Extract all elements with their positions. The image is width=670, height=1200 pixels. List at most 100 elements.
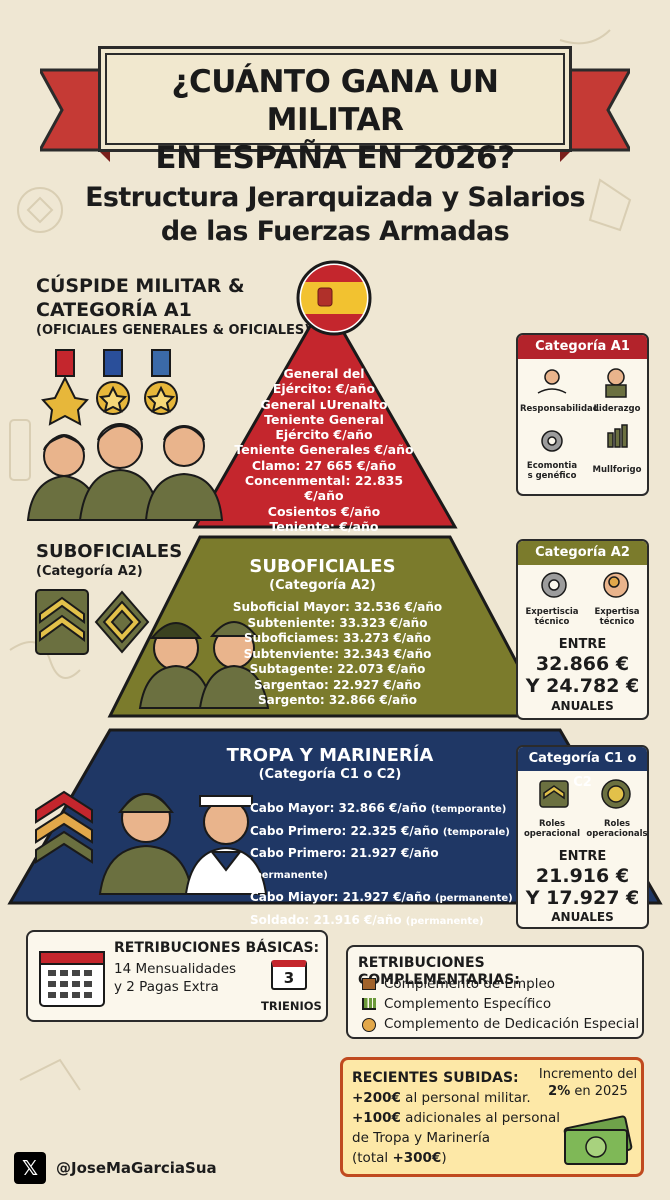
complementary-pay-box: RETRIBUCIONES COMPLEMENTARIAS: Complemen… [346, 945, 644, 1039]
gear-icon [541, 430, 563, 452]
card-a2-cell: Expertisa técnico [594, 607, 640, 627]
a2-item: Suboficial Mayor: 32.536 €/año [232, 600, 443, 614]
a1-item: Ejército: €/año [272, 381, 376, 397]
title-banner: ¿CUÁNTO GANA UN MILITAR EN ESPAÑA EN 202… [40, 40, 630, 176]
a1-item: Teniente General [264, 411, 384, 427]
card-a2-cell: Expertiscia técnico [525, 607, 579, 627]
officers-illustration [26, 422, 224, 521]
a2-salary-list: Suboficial Mayor: 32.536 €/año Subtenien… [230, 600, 445, 709]
a1-item: Concenmental: 22.835 €/año [244, 473, 404, 504]
a2-item: Subteniente: 33.323 €/año [247, 615, 428, 630]
page-title: ¿CUÁNTO GANA UN MILITAR EN ESPAÑA EN 202… [155, 64, 515, 176]
complementary-item: Complemento de Empleo [384, 976, 556, 992]
a2-item: Sargentao: 22.927 €/año [253, 677, 422, 692]
a2-pyramid-heading: SUBOFICIALES [249, 556, 396, 577]
a1-item: Teniente: €/año [269, 518, 379, 534]
card-c: Categoría C1 o C2 Roles operacional Role… [516, 745, 649, 929]
author-handle[interactable]: 𝕏 @JoseMaGarciaSua [14, 1152, 217, 1184]
card-a2-range-label: ENTRE [558, 637, 607, 652]
card-a2-low: Y 24.782 € [525, 675, 640, 697]
spain-flag-icon [296, 260, 372, 336]
emblem-icon [601, 779, 631, 809]
growth-icon [607, 424, 628, 448]
gear-icon [541, 572, 567, 598]
heading-a2: SUBOFICIALES (Categoría A2) [36, 541, 183, 579]
c-item: Cabo Miayor: 21.927 €/año (permanente) [250, 889, 513, 904]
nco-illustration [138, 621, 270, 709]
card-a2-high: 32.866 € [535, 653, 630, 675]
basic-pay-box: RETRIBUCIONES BÁSICAS: 14 Mensualidades … [26, 930, 328, 1022]
trienios-label: TRIENIOS [261, 999, 322, 1013]
tropa-chevrons-icon [35, 790, 93, 864]
c-item: Cabo Primero: 22.325 €/año (temporale) [250, 823, 510, 838]
c-item: Soldado: 21.916 €/año (permanente) [250, 912, 484, 927]
complementary-item: Complemento de Dedicación Especial [384, 1016, 640, 1032]
card-a1-cell: Ecomontia s genéfico [526, 461, 578, 481]
card-a1-cell: Liderazgo [593, 404, 641, 414]
basic-pay-title: RETRIBUCIONES BÁSICAS: [114, 940, 320, 956]
brain-head-icon [603, 572, 629, 598]
basic-pay-line1: 14 Mensualidades [114, 961, 237, 977]
banner-panel: ¿CUÁNTO GANA UN MILITAR EN ESPAÑA EN 202… [98, 46, 572, 176]
raises-line4: (total +300€) [352, 1150, 447, 1166]
a2-pyramid-sub: (Categoría A2) [269, 578, 376, 593]
c-pyramid-heading: TROPA Y MARINERÍA [226, 745, 434, 766]
card-a2: Categoría A2 Expertiscia técnico Experti… [516, 539, 649, 720]
card-a1-cell: Responsabilidad [520, 404, 599, 414]
a1-item: Ejército €/año [275, 427, 373, 443]
basic-pay-line2: y 2 Pagas Extra [114, 979, 219, 995]
handle-text: @JoseMaGarciaSua [56, 1159, 217, 1177]
raises-title: RECIENTES SUBIDAS: [352, 1070, 519, 1086]
a2-item: Sargento: 32.866 €/año [258, 693, 417, 707]
card-c-title: Categoría C1 o C2 [518, 747, 647, 790]
a2-item: Subtagente: 22.073 €/año [249, 662, 426, 676]
bar-chart-icon [362, 998, 376, 1010]
a1-salary-list: General del Ejército: €/año General ʟUre… [224, 366, 424, 534]
card-a2-icons [541, 572, 629, 598]
raises-line1: +200€ al personal militar. [352, 1090, 531, 1106]
a1-item: General del [283, 366, 365, 381]
raises-line3: de Tropa y Marinería [352, 1130, 491, 1146]
banner-ribbon [40, 68, 630, 162]
a1-item: Teniente Generales €/año [234, 442, 414, 458]
coin-hand-icon [362, 1018, 376, 1032]
a1-item: Clamo: 27 665 €/año [251, 457, 397, 473]
card-c-cell: Roles operacional [523, 819, 581, 839]
c-salary-list: Cabo Mayor: 32.866 €/año (temporante) Ca… [250, 798, 520, 932]
card-a1-icons [537, 368, 628, 452]
card-c-cell: Roles operacionals [586, 819, 648, 839]
pyramid-tier-red [192, 296, 458, 529]
a2-item: Subtenviente: 32.343 €/año [243, 646, 432, 661]
responsibility-icon [544, 369, 560, 385]
raises-increment: Incremento del 2% en 2025 [538, 1067, 638, 1099]
leadership-icon [607, 368, 625, 386]
card-c-range-label: ENTRE [558, 849, 607, 864]
card-a1-title: Categoría A1 [518, 335, 647, 359]
card-c-low: Y 17.927 € [525, 887, 640, 909]
card-c-icons [539, 779, 631, 809]
card-a1: Categoría A1 Responsabilidad Liderazgo E… [516, 333, 649, 496]
card-c-high: 21.916 € [535, 865, 630, 887]
briefcase-icon [362, 978, 376, 990]
page-subtitle: Estructura Jerarquizada y Salarios de la… [85, 182, 585, 247]
a1-item: General ʟUrenalto [260, 396, 388, 412]
a2-item: Suboficiames: 33.273 €/año [243, 631, 432, 645]
c-pyramid-sub: (Categoría C1 o C2) [258, 767, 402, 782]
card-a2-title: Categoría A2 [518, 541, 647, 565]
calendar-icon [39, 951, 105, 1007]
card-a1-cell: Mullforigo [592, 465, 642, 475]
c-item: Cabo Mayor: 32.866 €/año (temporante) [250, 801, 507, 815]
card-c-unit: ANUALES [551, 910, 614, 924]
tropa-illustration [98, 793, 268, 895]
trienios-calendar-icon: 3 [271, 960, 307, 990]
medals-icon [41, 349, 178, 426]
complementary-title: RETRIBUCIONES COMPLEMENTARIAS: [358, 955, 520, 988]
sergeant-chevrons-icon [35, 589, 150, 655]
a1-item: Cosientos €/año [267, 503, 381, 519]
c-item: Cabo Primero: 21.927 €/año (permanente) [250, 846, 439, 882]
complementary-item: Complemento Específico [384, 996, 552, 1012]
recent-raises-box: RECIENTES SUBIDAS: Incremento del 2% en … [340, 1057, 644, 1177]
money-icon [563, 1115, 633, 1165]
chevron-badge-icon [539, 780, 569, 808]
